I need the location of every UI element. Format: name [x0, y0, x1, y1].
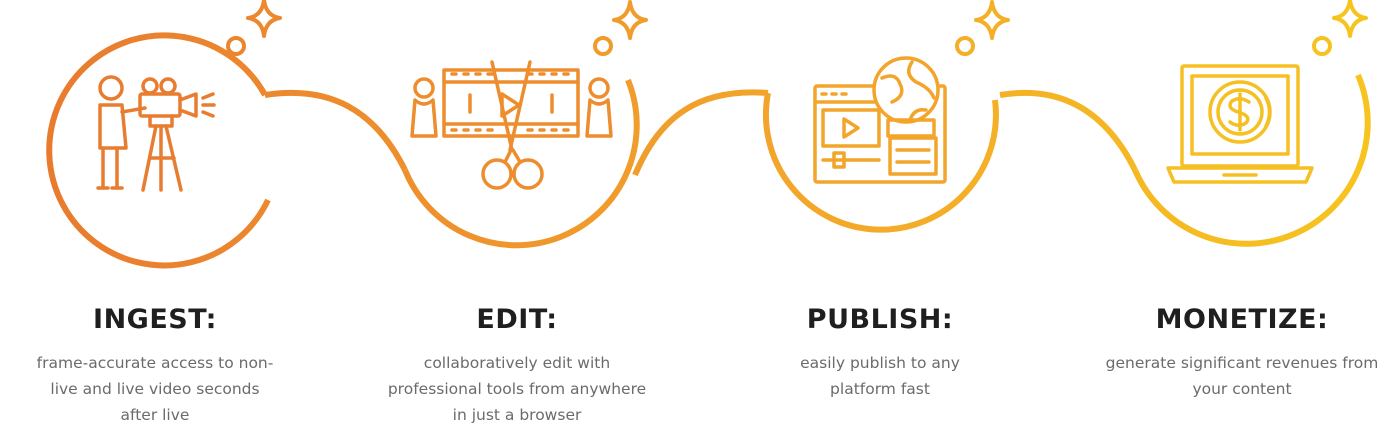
- step-publish: PUBLISH: easily publish to any platform …: [730, 300, 1030, 402]
- sparkle-icon: [1312, 0, 1368, 56]
- web-publishing-globe-icon: [813, 56, 947, 184]
- circle-publish: [763, 92, 999, 233]
- step-description: easily publish to any platform fast: [800, 354, 960, 398]
- step-description: collaboratively edit with professional t…: [387, 354, 647, 424]
- film-scissors-icon: [410, 60, 613, 190]
- sparkle-icon: [593, 0, 648, 56]
- step-description: generate significant revenues from your …: [1105, 354, 1379, 398]
- step-monetize: MONETIZE: generate significant revenues …: [1092, 300, 1392, 402]
- circle-monetize: [1132, 73, 1371, 247]
- sparkle-icon: [955, 0, 1010, 56]
- connector-3: [999, 89, 1138, 172]
- step-title: PUBLISH:: [806, 304, 954, 335]
- connector-1: [264, 89, 408, 172]
- process-diagram: [46, 0, 1371, 269]
- step-title: INGEST:: [93, 304, 217, 335]
- step-description: frame-accurate access to non-live and li…: [36, 354, 274, 424]
- step-title: MONETIZE:: [1155, 304, 1329, 335]
- connector-2: [632, 89, 769, 177]
- step-edit: EDIT: collaboratively edit with professi…: [367, 300, 667, 428]
- circle-edit: [402, 78, 640, 249]
- step-ingest: INGEST: frame-accurate access to non-liv…: [5, 300, 305, 428]
- laptop-dollar-icon: [1166, 64, 1314, 184]
- circle-ingest: [46, 32, 271, 269]
- sparkle-icon: [226, 0, 282, 56]
- step-title: EDIT:: [476, 304, 558, 335]
- camera-operator-icon: [96, 75, 216, 192]
